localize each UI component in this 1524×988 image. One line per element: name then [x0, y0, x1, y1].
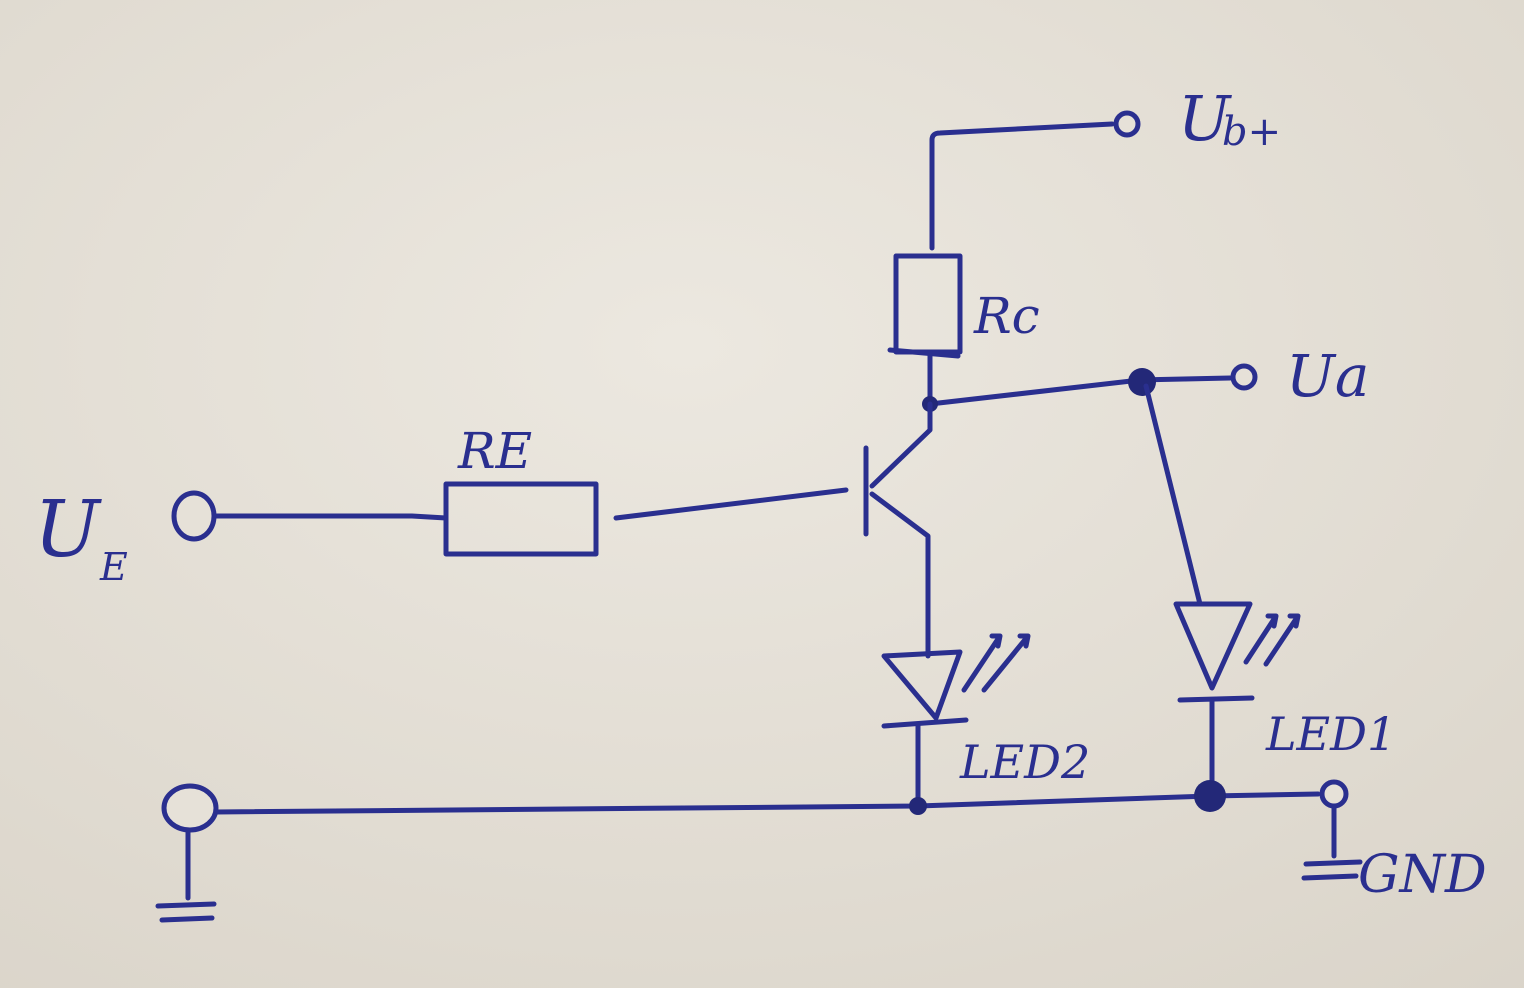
- ub-label-main: U: [1178, 82, 1232, 155]
- ub-terminal: [1113, 110, 1141, 138]
- ground-rail: [213, 791, 1321, 815]
- transistor-emitter: [869, 491, 931, 643]
- led2-cathode-bar: [881, 717, 969, 729]
- transistor-collector: [869, 401, 933, 489]
- led2-diode: [881, 649, 963, 721]
- supply-wire: [929, 121, 1115, 251]
- led1-cathode-bar: [1177, 695, 1255, 703]
- led1-light-arrows: [1243, 613, 1301, 667]
- led2-label: LED2: [959, 735, 1090, 789]
- rc-resistor-stroke: [887, 347, 961, 359]
- re-label: RE: [457, 422, 532, 480]
- ua-terminal: [1230, 363, 1258, 391]
- led1-ground-junction: [1194, 780, 1226, 812]
- left-ground-terminal: [161, 783, 219, 833]
- base-wire: [613, 487, 849, 521]
- ua-label: Ua: [1286, 342, 1369, 410]
- ua-junction: [1128, 368, 1156, 396]
- gnd-label: GND: [1358, 845, 1487, 905]
- led1-feed-wire: [1143, 383, 1203, 607]
- ue-terminal: [171, 490, 217, 542]
- rc-label: Rc: [973, 287, 1040, 345]
- led2-ground-junction: [909, 797, 927, 815]
- left-ground-symbol: [155, 901, 217, 923]
- ue-label-sub: E: [99, 545, 128, 589]
- led2-light-arrows: [961, 633, 1031, 693]
- ub-label-sub: b+: [1222, 109, 1281, 155]
- led1-diode: [1173, 601, 1253, 691]
- ue-label-main: U: [34, 485, 102, 575]
- gnd-terminal: [1319, 779, 1349, 809]
- input-wire: [213, 513, 449, 521]
- led1-label: LED1: [1265, 707, 1396, 761]
- right-ground-symbol: [1301, 859, 1363, 881]
- re-resistor: [443, 481, 599, 557]
